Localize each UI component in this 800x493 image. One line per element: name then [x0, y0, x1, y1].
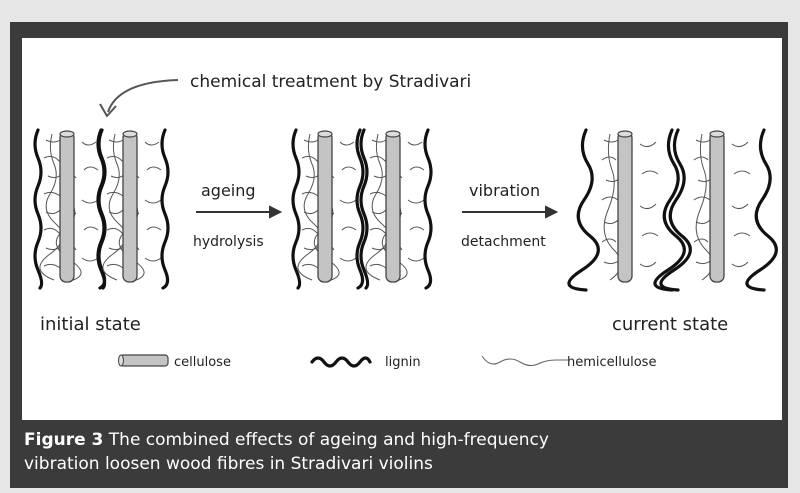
ageing-label: ageing [201, 181, 256, 200]
figure-number: Figure 3 [24, 430, 104, 450]
legend-cellulose-label: cellulose [174, 355, 231, 370]
ageing-arrow [196, 205, 283, 219]
figure-caption: Figure 3 The combined effects of ageing … [24, 428, 774, 476]
treatment-label: chemical treatment by Stradivari [190, 72, 471, 92]
legend: cellulose lignin hemicellulose [118, 354, 656, 370]
legend-hemicellulose-swatch [481, 355, 568, 367]
initial-state-label: initial state [40, 314, 141, 335]
legend-lignin-label: lignin [385, 355, 421, 370]
caption-line-2: vibration loosen wood fibres in Stradiva… [24, 454, 433, 474]
initial-state-fibres [33, 128, 170, 290]
current-state-label: current state [612, 314, 728, 335]
vibration-label: vibration [469, 181, 540, 200]
intermediate-state-fibres [291, 128, 433, 290]
treatment-arrow [99, 79, 179, 117]
hydrolysis-label: hydrolysis [193, 234, 264, 250]
caption-line-1: The combined effects of ageing and high-… [103, 430, 549, 450]
vibration-arrow [462, 205, 559, 219]
detachment-label: detachment [461, 234, 546, 250]
current-state-fibres [567, 128, 778, 292]
legend-cellulose-swatch [118, 354, 169, 367]
legend-hemicellulose-label: hemicellulose [567, 355, 656, 370]
legend-lignin-swatch [310, 356, 372, 368]
